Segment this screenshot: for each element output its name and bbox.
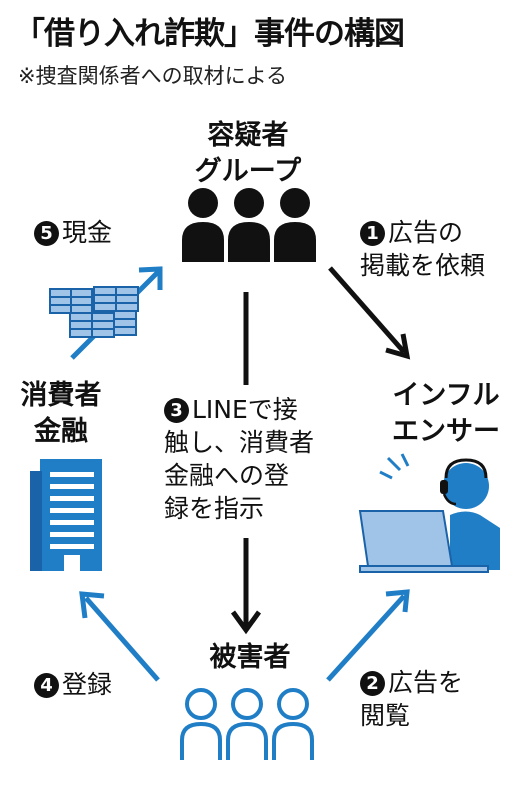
step3-line4: 録を指示 [164, 494, 265, 523]
influencer-label-line2: エンサー [392, 416, 500, 447]
step1-line2: 掲載を依頼 [360, 251, 486, 280]
suspects-label: 容疑者 グループ [178, 118, 318, 190]
diagram-title: 「借り入れ詐欺」事件の構図 [14, 16, 405, 52]
step3-number-badge: 3 [164, 398, 189, 423]
step3-line3: 金融への登 [164, 461, 290, 490]
lender-label-line1: 消費者 [20, 380, 102, 411]
suspects-label-line1: 容疑者 [207, 120, 289, 151]
lender-label-line2: 金融 [34, 416, 88, 447]
influencer-label: インフル エンサー [376, 378, 516, 450]
arrow-line-contact [230, 292, 262, 635]
people-group-icon [182, 188, 316, 262]
arrow-request-ad [328, 266, 411, 360]
diagram-subtitle: ※捜査関係者への取材による [18, 64, 287, 88]
step2-line1: 広告を [388, 668, 464, 697]
step2-line2: 閲覧 [360, 701, 411, 730]
people-outline-icon [180, 688, 314, 760]
suspects-label-line2: グループ [194, 156, 302, 187]
step3-line1: LINEで接 [192, 395, 298, 424]
step3-line2: 触し、消費者 [164, 428, 315, 457]
money-stack-icon [49, 286, 139, 338]
arrow-register [79, 591, 160, 682]
lender-label: 消費者 金融 [6, 378, 116, 450]
influencer-label-line1: インフル [392, 380, 500, 411]
step5-text: 現金 [62, 218, 113, 247]
step4-number-badge: 4 [34, 673, 59, 698]
office-building-icon [30, 459, 102, 571]
step5-number-badge: 5 [34, 221, 59, 246]
victims-label: 被害者 [209, 642, 291, 673]
step2-number-badge: 2 [360, 671, 385, 696]
arrow-view-ad [326, 589, 410, 682]
step1-line1: 広告の [388, 218, 464, 247]
step4-text: 登録 [62, 670, 113, 699]
person-with-headset-laptop-icon [358, 453, 500, 573]
step1-number-badge: 1 [360, 221, 385, 246]
